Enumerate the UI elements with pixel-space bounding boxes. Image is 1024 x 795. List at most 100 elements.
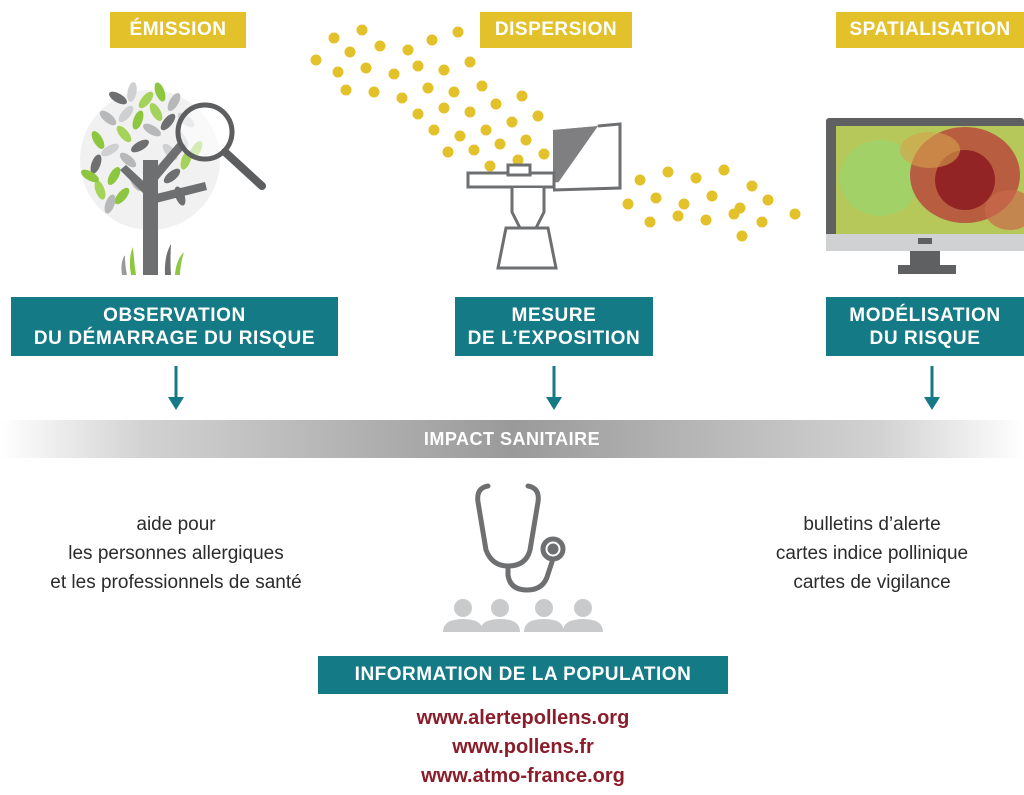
pollen-dot — [762, 194, 774, 206]
pollen-dot — [746, 180, 758, 192]
leaf — [107, 167, 121, 185]
pollen-dot — [494, 138, 506, 150]
pollen-dot — [356, 24, 368, 36]
arrow-down-icon — [168, 366, 940, 410]
pollen-dot — [520, 134, 532, 146]
left-text-line-2: les personnes allergiques — [68, 543, 284, 564]
pollen-dot — [532, 110, 544, 122]
pollen-dot — [412, 108, 424, 120]
pollen-dot — [340, 84, 352, 96]
pollen-dot — [388, 68, 400, 80]
pollen-dot — [538, 148, 550, 160]
leaf — [118, 105, 134, 123]
pollen-dot — [484, 160, 496, 172]
pollen-dot — [476, 80, 488, 92]
pollen-dot — [402, 44, 414, 56]
pollen-dot — [310, 54, 322, 66]
box-observation-line-1: OBSERVATION — [103, 304, 246, 326]
info-box: INFORMATION DE LA POPULATION — [318, 656, 728, 694]
leaf — [167, 93, 181, 111]
link-atmo-france[interactable]: www.atmo-france.org — [421, 765, 625, 787]
leaf — [119, 152, 137, 168]
leaf — [94, 180, 106, 200]
pollen-dot — [490, 98, 502, 110]
box-modelisation: MODÉLISATION DU RISQUE — [826, 297, 1024, 356]
pollen-dot — [374, 40, 386, 52]
box-observation-line-2: DU DÉMARRAGE DU RISQUE — [33, 327, 316, 349]
pollen-dot — [368, 86, 380, 98]
pollen-dot — [480, 124, 492, 136]
leaf — [90, 154, 102, 174]
pollen-dot — [690, 172, 702, 184]
pollen-dot — [728, 208, 740, 220]
stethoscope-icon — [475, 483, 566, 593]
right-text-line-3: cartes de vigilance — [793, 572, 951, 593]
leaf — [127, 82, 137, 102]
pollen-dot — [448, 86, 460, 98]
pollen-dot — [718, 164, 730, 176]
box-modelisation-line-1: MODÉLISATION — [849, 304, 1001, 326]
pollen-dot — [706, 190, 718, 202]
pollen-dot — [396, 92, 408, 104]
right-text: bulletins d’alerte cartes indice pollini… — [734, 510, 1010, 597]
pollen-dot — [454, 130, 466, 142]
pollen-dot — [360, 62, 372, 74]
leaf — [160, 113, 176, 131]
pollen-dot — [650, 192, 662, 204]
pollen-dot — [700, 214, 712, 226]
pollen-dot — [672, 210, 684, 222]
left-text: aide pour les personnes allergiques et l… — [0, 510, 352, 597]
people-icon — [443, 599, 603, 632]
leaf — [163, 168, 181, 184]
box-mesure-line-2: DE L’EXPOSITION — [467, 327, 641, 349]
leaf — [149, 103, 163, 121]
impact-band — [0, 420, 1024, 458]
pollen-dot — [789, 208, 801, 220]
pollen-dot — [332, 66, 344, 78]
impact-band-label: IMPACT SANITAIRE — [423, 428, 601, 449]
pollen-sampler-icon — [466, 122, 622, 270]
right-text-line-1: bulletins d’alerte — [803, 514, 941, 535]
leaf — [114, 187, 130, 205]
box-observation: OBSERVATION DU DÉMARRAGE DU RISQUE — [11, 297, 338, 356]
magnifier-icon — [175, 102, 266, 190]
box-mesure: MESURE DE L’EXPOSITION — [455, 297, 653, 356]
pollen-dot — [428, 124, 440, 136]
link-pollens[interactable]: www.pollens.fr — [452, 736, 594, 758]
leaf — [116, 125, 132, 143]
leaf — [138, 91, 154, 109]
right-text-line-2: cartes indice pollinique — [775, 543, 969, 564]
leaf — [109, 91, 127, 105]
pollen-dot — [468, 144, 480, 156]
pollen-dot — [634, 174, 646, 186]
box-modelisation-line-2: DU RISQUE — [869, 327, 981, 349]
tag-dispersion: DISPERSION — [480, 12, 632, 48]
leaf — [99, 110, 117, 126]
pollen-dot — [452, 26, 464, 38]
pollen-dot — [678, 198, 690, 210]
tag-emission: ÉMISSION — [110, 12, 246, 48]
pollen-dots — [310, 24, 801, 242]
pollen-dot — [464, 106, 476, 118]
link-alertepollens[interactable]: www.alertepollens.org — [416, 707, 630, 729]
pollen-dot — [438, 102, 450, 114]
leaf — [91, 131, 105, 149]
pollen-dot — [426, 34, 438, 46]
leaf — [101, 143, 119, 157]
pollen-dot — [412, 60, 424, 72]
box-mesure-line-1: MESURE — [511, 304, 597, 326]
pollen-dot — [438, 64, 450, 76]
pollen-dot — [644, 216, 656, 228]
leaf — [81, 169, 99, 183]
leaf — [104, 194, 116, 214]
computer-monitor-icon — [826, 118, 1024, 274]
pollen-dot — [344, 46, 356, 58]
left-text-line-3: et les professionnels de santé — [50, 572, 302, 593]
leaf — [154, 82, 166, 102]
pollen-dot — [464, 56, 476, 68]
pollen-dot — [622, 198, 634, 210]
pollen-dot — [662, 166, 674, 178]
pollen-dot — [512, 154, 524, 166]
pollen-dot — [506, 116, 518, 128]
pollen-dot — [516, 90, 528, 102]
